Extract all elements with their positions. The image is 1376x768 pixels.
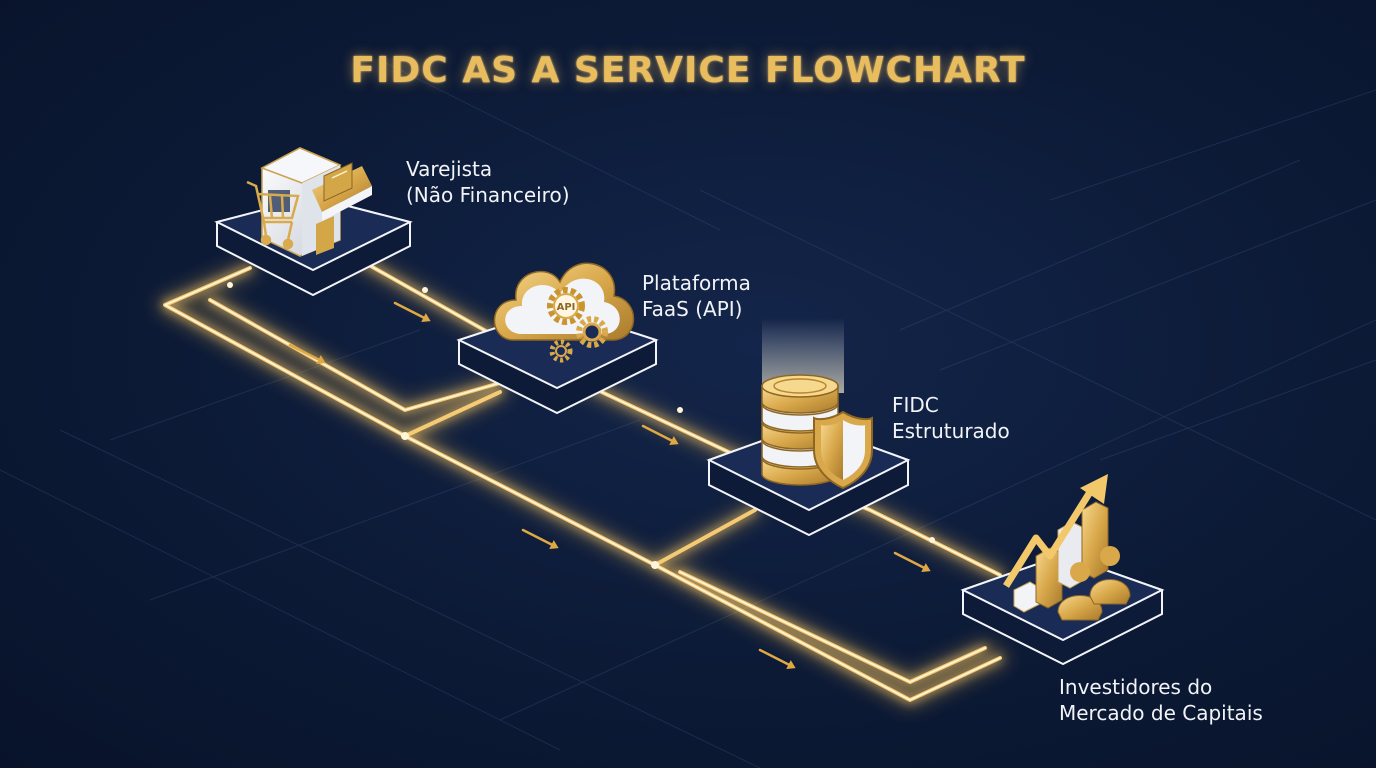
store-cart-icon [246,147,372,257]
arrow-icon [393,301,431,322]
arrow-icon [893,551,931,572]
gear-icon [549,339,573,363]
node-label-line1: FIDC [892,393,939,417]
cart-icon [246,180,300,250]
growth-chart-investors-icon [1003,474,1131,621]
cloud-api-gears-icon: API [493,262,635,363]
coins-shield-icon [761,374,873,490]
background-grid [0,59,1376,768]
node-label-line2: (Não Financeiro) [406,183,570,207]
gear-icon [576,316,608,348]
api-icon: API [557,302,576,313]
person-icon [1089,546,1131,605]
gear-icon: API [547,287,585,325]
node-label-line2: Mercado de Capitais [1059,701,1263,725]
node-label-line1: Varejista [406,157,493,181]
node-label-investidores: Investidores do Mercado de Capitais [1059,674,1263,726]
shield-icon [813,410,873,490]
node-label-plataforma: Plataforma FaaS (API) [642,270,751,322]
node-label-line1: Plataforma [642,271,751,295]
arrow-up-icon [1003,474,1108,588]
arrow-icon [758,648,796,669]
node-label-fidc: FIDC Estruturado [892,392,1010,444]
node-label-line1: Investidores do [1059,675,1213,699]
arrow-icon [521,528,559,549]
arrow-icon [641,424,679,445]
direction-arrows [288,301,931,669]
node-label-line2: FaaS (API) [642,297,743,321]
arrow-icon [288,343,326,364]
node-label-line2: Estruturado [892,419,1010,443]
person-icon [1057,562,1103,621]
page-title: FIDC AS A SERVICE FLOWCHART [350,50,1026,91]
node-label-varejista: Varejista (Não Financeiro) [406,156,570,208]
